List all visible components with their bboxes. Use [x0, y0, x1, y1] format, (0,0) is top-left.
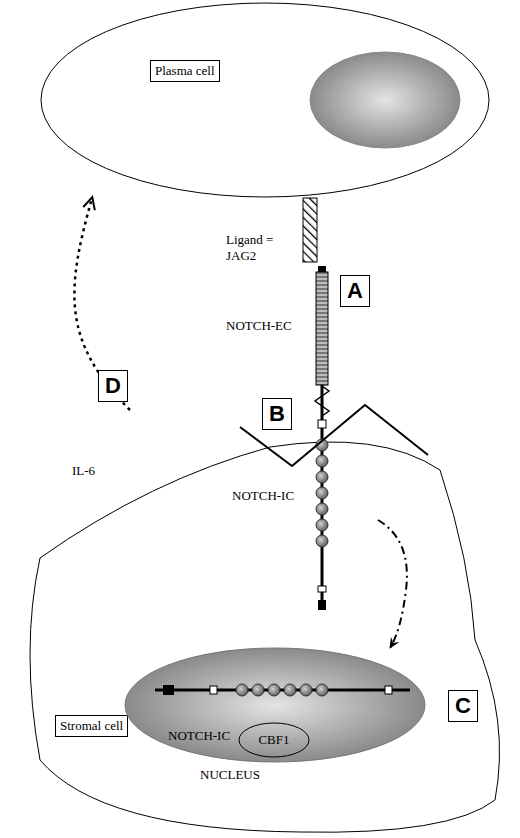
secretion-arrow	[74, 198, 130, 410]
ankyrin-repeat	[236, 684, 248, 696]
edge-label: IL-6	[72, 463, 95, 479]
nuclear-notch-ic	[155, 689, 410, 692]
receptor-lnr	[315, 386, 329, 416]
translocation-arrow	[378, 520, 407, 648]
ligand-label: Ligand = JAG2	[226, 232, 298, 264]
cell-outline	[41, 3, 489, 197]
ankyrin-repeat	[268, 684, 280, 696]
plasma-nucleus	[310, 52, 460, 148]
ankyrin-repeat	[316, 519, 328, 531]
factor-label: CBF1	[238, 732, 310, 748]
receptor-end	[318, 600, 326, 610]
plasma-cell-shape	[40, 2, 490, 198]
cell-label: Stromal cell	[55, 715, 128, 737]
ligand-bar	[303, 198, 317, 262]
receptor-top	[318, 266, 326, 272]
domain-label: NOTCH-EC	[226, 318, 292, 334]
nucleus-outline	[125, 648, 425, 762]
receptor-site	[385, 686, 392, 694]
callout-letter: C	[448, 690, 478, 722]
ankyrin-repeat	[316, 439, 328, 451]
nucleus-shape	[125, 645, 425, 787]
cell-outline	[30, 442, 500, 832]
ankyrin-repeat	[316, 455, 328, 467]
compartment-label: NUCLEUS	[200, 767, 260, 783]
factor-outline	[239, 723, 309, 757]
ankyrin-repeat	[300, 684, 312, 696]
callout-letter: B	[262, 398, 292, 430]
receptor-site	[210, 686, 217, 694]
callout-letter: A	[340, 275, 370, 307]
receptor-ec-domain	[316, 272, 328, 385]
plasma-cell: Plasma cell	[40, 2, 490, 198]
receptor-end	[163, 685, 174, 695]
cell-label: Plasma cell	[150, 60, 220, 82]
domain-label: NOTCH-IC	[232, 488, 294, 504]
ankyrin-repeat	[316, 487, 328, 499]
receptor-site	[318, 420, 326, 428]
ankyrin-repeat	[316, 684, 328, 696]
protein-label: NOTCH-IC	[168, 728, 230, 744]
nucleus: NOTCH-IC NUCLEUS CBF1	[125, 645, 425, 787]
receptor-stem	[321, 266, 324, 610]
callout-letter: D	[98, 370, 128, 402]
ankyrin-repeat	[316, 503, 328, 515]
receptor-site	[318, 586, 326, 592]
ankyrin-repeat	[284, 684, 296, 696]
ankyrin-repeat	[252, 684, 264, 696]
ankyrin-repeat	[316, 471, 328, 483]
ankyrin-repeat	[316, 535, 328, 547]
transcription-factor: CBF1	[238, 722, 310, 758]
